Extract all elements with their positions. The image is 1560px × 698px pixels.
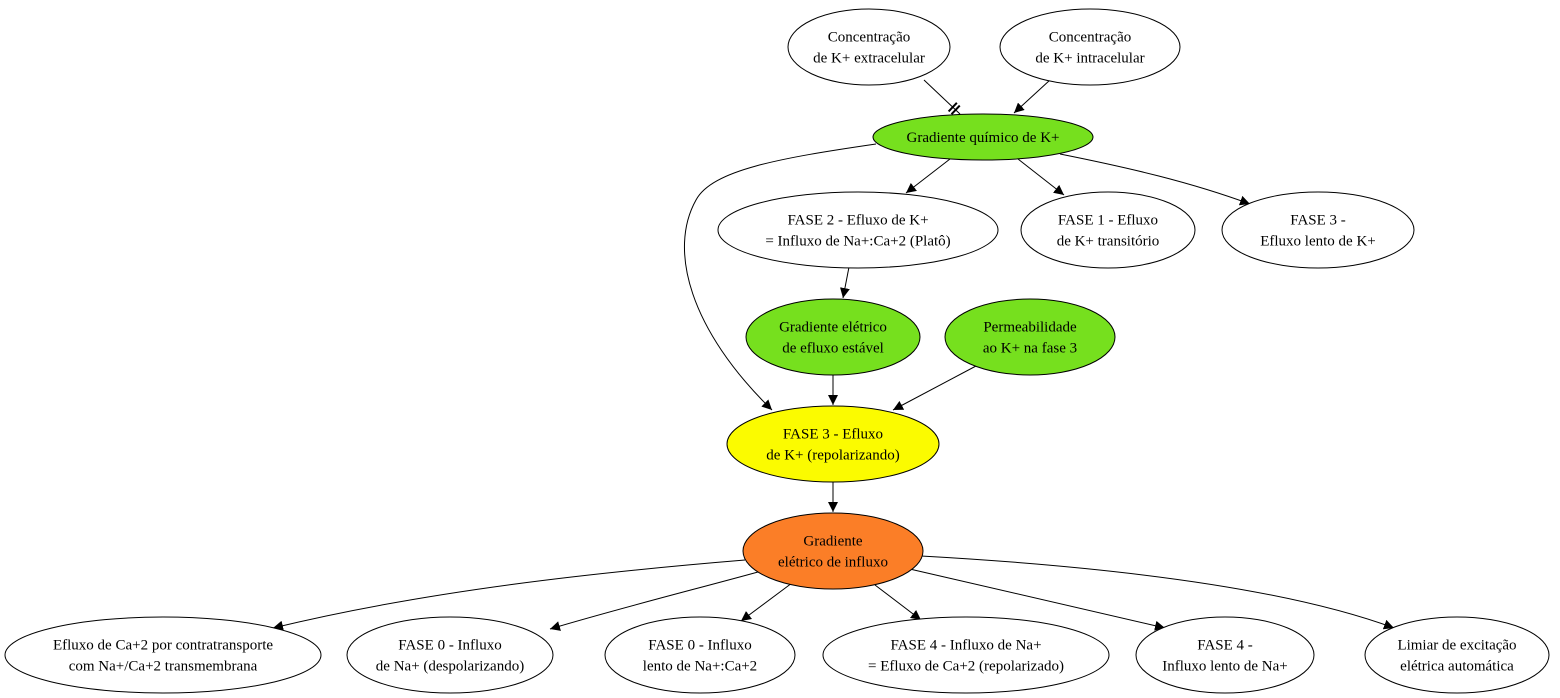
tee-arrowhead — [950, 104, 961, 115]
tee-arrowhead — [947, 102, 958, 113]
node-ellipse — [999, 8, 1181, 86]
node-label: Gradiente elétrico — [779, 320, 887, 336]
node-label: = Efluxo de Ca+2 (repolarizado) — [868, 659, 1064, 675]
node-ellipse — [346, 616, 554, 694]
node-label: Concentração — [1049, 30, 1131, 46]
edge-grad-elet-influx-to-fase4-lento — [909, 568, 1166, 631]
node-label: Influxo lento de Na+ — [1162, 659, 1288, 675]
edge-conc-ext-to-grad-quim — [923, 79, 961, 115]
node-fase4-lento: FASE 4 - Influxo lento de Na+ — [1135, 616, 1315, 694]
node-label: Gradiente químico de K+ — [907, 130, 1060, 146]
edge-grad-elet-influx-to-fase0-influxo — [549, 571, 759, 631]
node-fase3-lento: FASE 3 - Efluxo lento de K+ — [1221, 191, 1415, 269]
node-efluxo-ca: Efluxo de Ca+2 por contratransporte com N… — [4, 616, 322, 694]
node-label: elétrica automática — [1400, 659, 1514, 675]
node-grad-quim: Gradiente químico de K+ — [872, 113, 1094, 161]
node-label: lento de Na+:Ca+2 — [643, 659, 757, 675]
node-ellipse — [944, 298, 1116, 376]
node-label: de K+ transitório — [1057, 234, 1160, 250]
edge-grad-elet-influx-to-fase0-lento — [740, 582, 793, 622]
node-ellipse — [787, 8, 951, 86]
node-label: FASE 4 - Influxo de Na+ — [890, 638, 1041, 654]
edge-conc-int-to-grad-quim — [1013, 79, 1051, 114]
node-label: Gradiente — [803, 534, 862, 550]
node-ellipse — [1020, 191, 1196, 269]
edge-grad-elet-influx-to-limiar — [920, 555, 1395, 630]
node-label: de efluxo estável — [782, 341, 884, 357]
edge-grad-quim-to-fase1 — [1017, 158, 1065, 196]
node-ellipse — [872, 113, 1094, 161]
node-label: de K+ intracelular — [1035, 51, 1144, 67]
node-fase0-influxo: FASE 0 - Influxo de Na+ (despolarizando) — [346, 616, 554, 694]
node-ellipse — [1135, 616, 1315, 694]
node-label: FASE 0 - Influxo — [648, 638, 751, 654]
edge-grad-quim-to-fase3-lento — [1059, 153, 1251, 206]
node-label: Permeabilidade — [983, 320, 1077, 336]
node-ellipse — [4, 616, 322, 694]
node-conc-int: Concentração de K+ intracelular — [999, 8, 1181, 86]
edge-grad-elet-influx-to-efluxo-ca — [272, 559, 746, 631]
node-label: FASE 2 - Efluxo de K+ — [787, 213, 928, 229]
edge-grad-quim-to-fase2 — [905, 158, 951, 194]
node-ellipse — [604, 616, 796, 694]
node-label: FASE 3 - Efluxo — [783, 427, 883, 443]
node-ellipse — [822, 616, 1110, 694]
node-ellipse — [1364, 616, 1550, 694]
node-fase4-influxo: FASE 4 - Influxo de Na+ = Efluxo de Ca+2 … — [822, 616, 1110, 694]
edge-permeab-to-fase3 — [892, 365, 977, 411]
node-fase0-lento: FASE 0 - Influxo lento de Na+:Ca+2 — [604, 616, 796, 694]
node-label: Efluxo lento de K+ — [1260, 234, 1376, 250]
node-permeab: Permeabilidade ao K+ na fase 3 — [944, 298, 1116, 376]
node-label: FASE 3 - — [1290, 213, 1346, 229]
node-label: FASE 4 - — [1197, 638, 1253, 654]
node-ellipse — [745, 298, 921, 376]
node-label: de K+ extracelular — [813, 51, 925, 67]
edge-grad-elet-influx-to-fase4-influxo — [874, 584, 922, 621]
node-label: de Na+ (despolarizando) — [376, 659, 524, 675]
node-grad-elet-influx: Gradiente elétrico de influxo — [742, 512, 924, 590]
node-ellipse — [726, 405, 940, 483]
node-fase3: FASE 3 - Efluxo de K+ (repolarizando) — [726, 405, 940, 483]
node-label: FASE 1 - Efluxo — [1058, 213, 1158, 229]
node-label: de K+ (repolarizando) — [766, 448, 899, 464]
node-label: Efluxo de Ca+2 por contratransporte — [53, 638, 273, 654]
node-label: Limiar de excitação — [1397, 638, 1516, 654]
node-ellipse — [717, 191, 999, 269]
node-fase1: FASE 1 - Efluxo de K+ transitório — [1020, 191, 1196, 269]
node-label: Concentração — [828, 30, 910, 46]
node-label: elétrico de influxo — [778, 555, 888, 571]
edge-fase2-to-grad-elet-eflux — [839, 266, 850, 299]
node-label: com Na+/Ca+2 transmembrana — [69, 659, 258, 675]
node-ellipse — [1221, 191, 1415, 269]
node-limiar: Limiar de excitação elétrica automática — [1364, 616, 1550, 694]
node-fase2: FASE 2 - Efluxo de K+ = Influxo de Na+:Ca… — [717, 191, 999, 269]
node-conc-ext: Concentração de K+ extracelular — [787, 8, 951, 86]
node-label: = Influxo de Na+:Ca+2 (Platô) — [765, 234, 950, 250]
node-ellipse — [742, 512, 924, 590]
edge-grad-quim-to-fase3 — [684, 143, 877, 411]
node-label: ao K+ na fase 3 — [983, 341, 1077, 357]
edges-layer — [272, 79, 1395, 631]
node-grad-elet-eflux: Gradiente elétrico de efluxo estável — [745, 298, 921, 376]
node-label: FASE 0 - Influxo — [398, 638, 501, 654]
